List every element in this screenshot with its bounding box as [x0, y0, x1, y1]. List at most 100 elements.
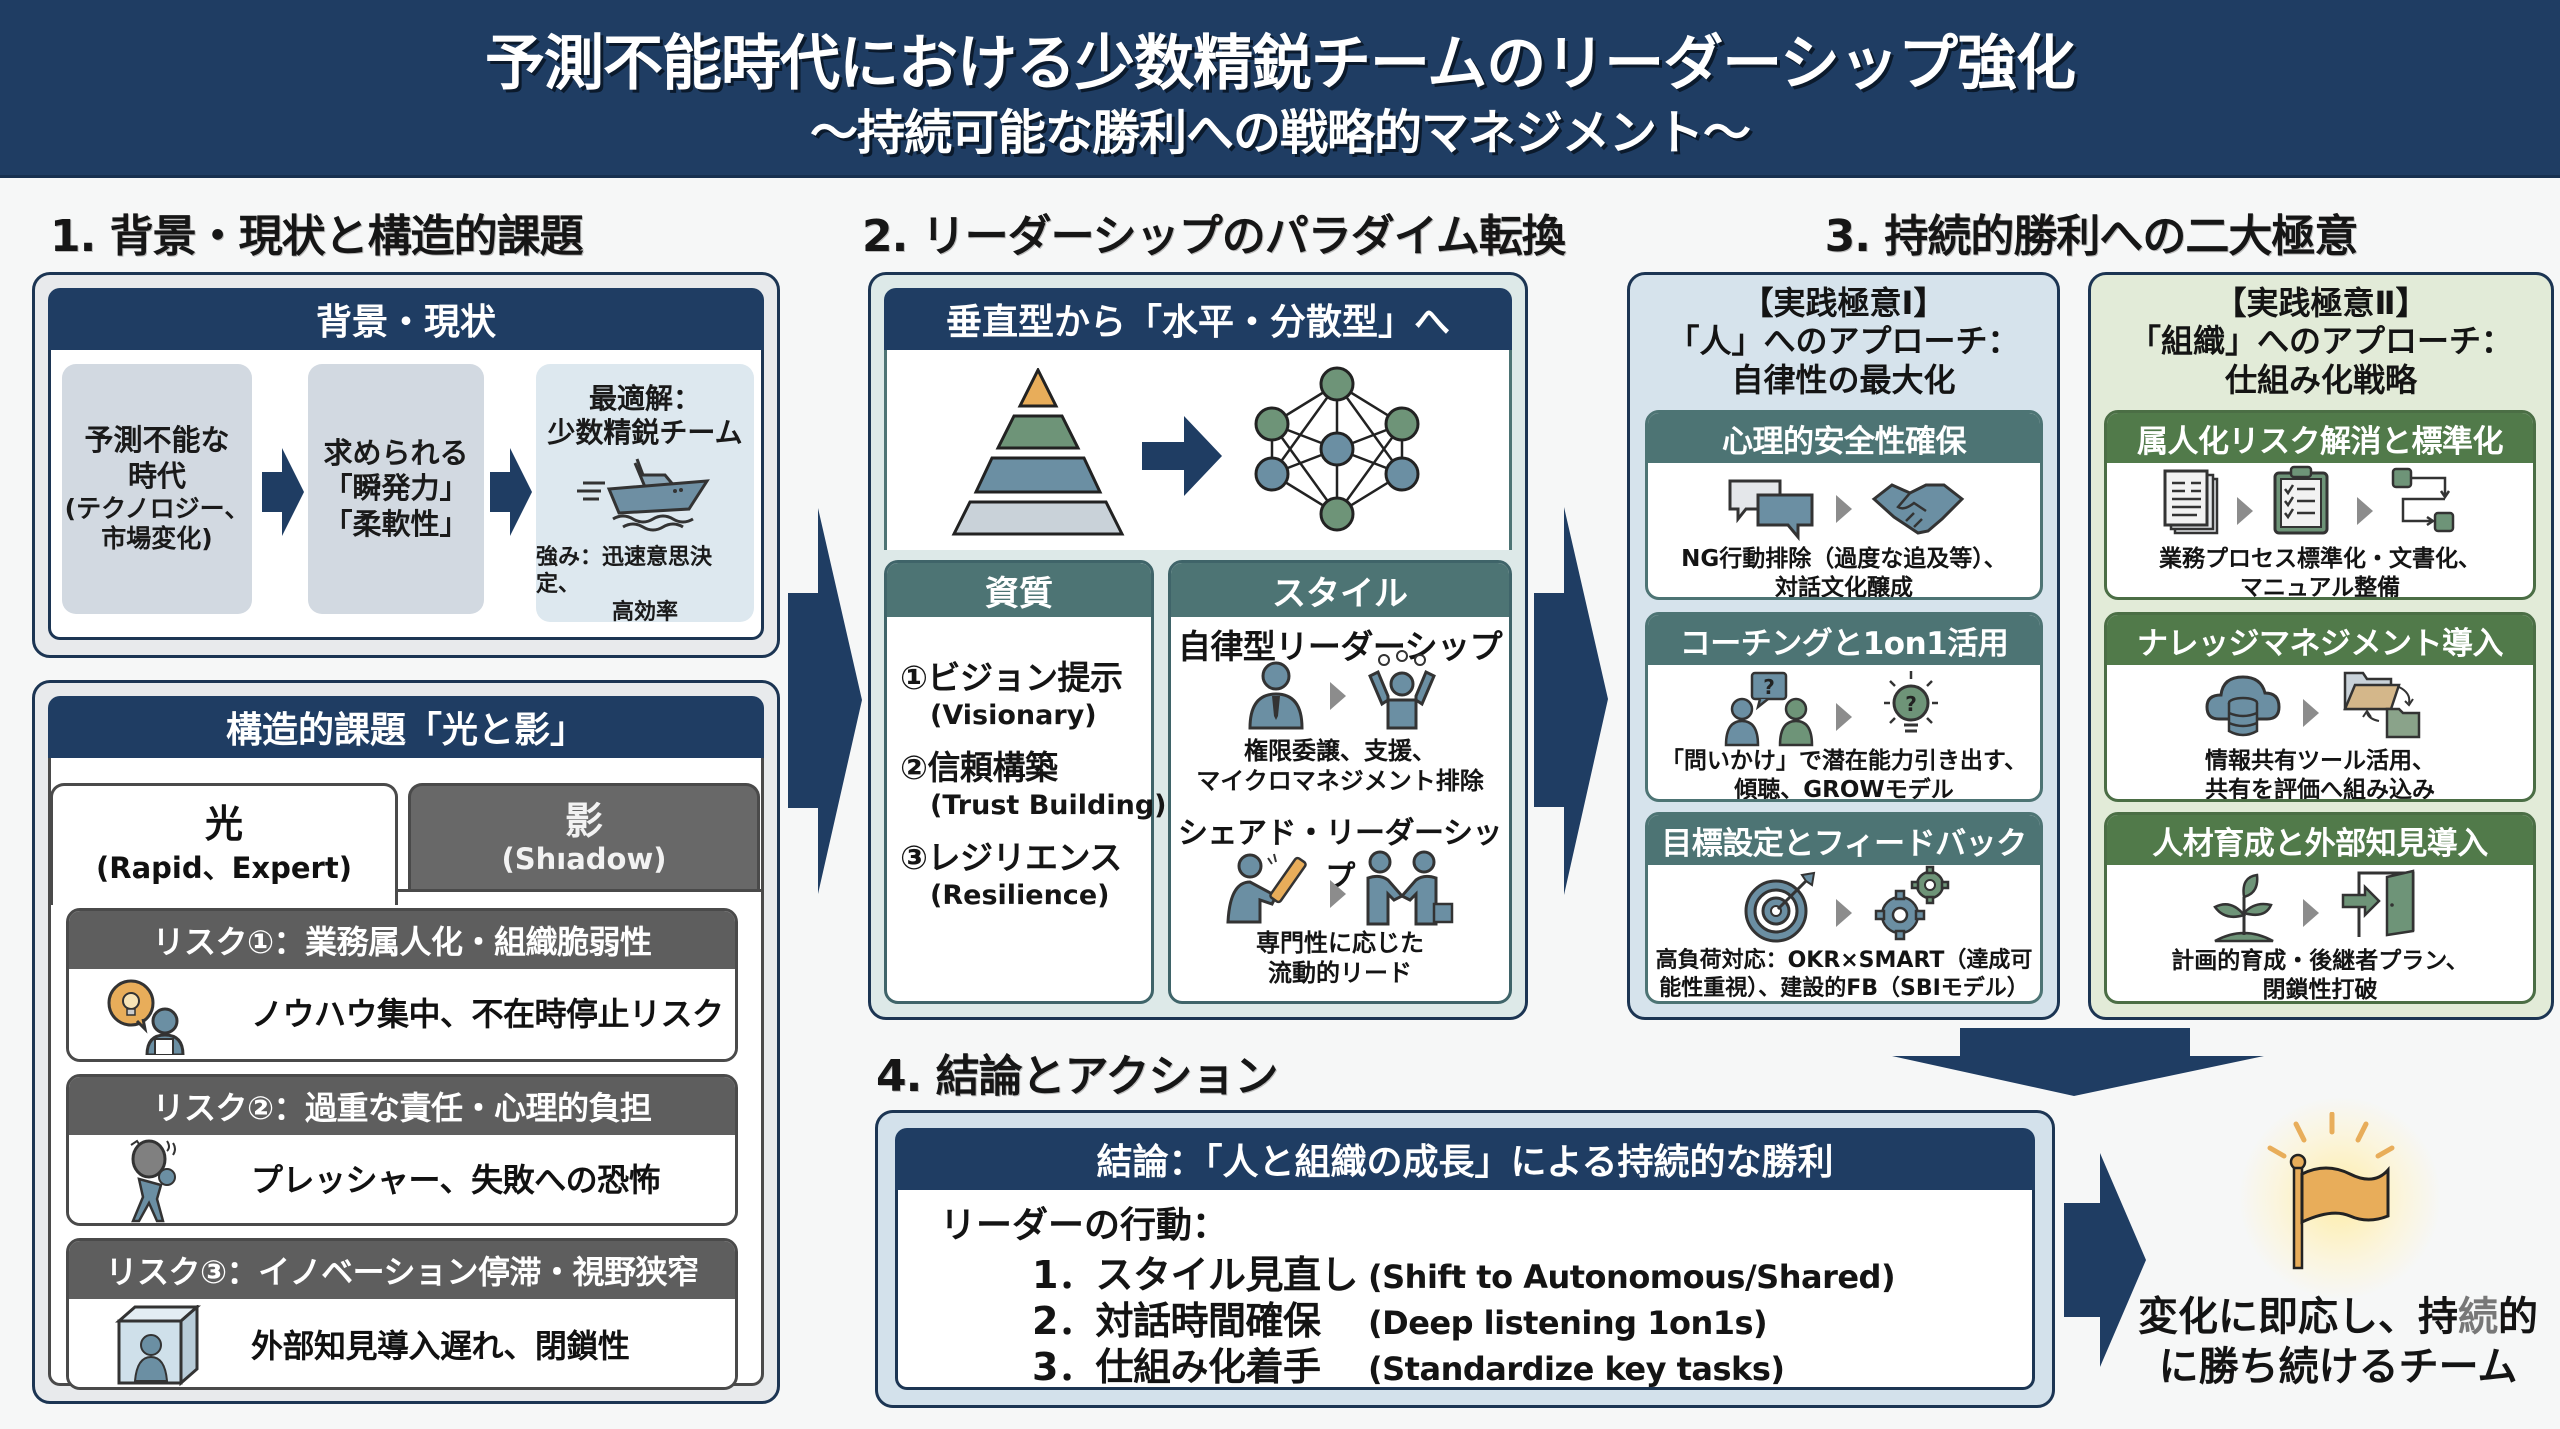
two-people-question-icon: ?	[1724, 671, 1816, 751]
tab-shadow[interactable]: 影 (Shıadow)	[408, 783, 760, 891]
practice-desc-line: 「問いかけ」で潜在能力引き出す、	[1660, 748, 2028, 774]
step3-title: 最適解：	[588, 382, 701, 415]
door-enter-icon	[2341, 869, 2419, 943]
goal-line-2: に勝ち続けるチーム	[2158, 1344, 2518, 1390]
qualities-title: 資質	[887, 563, 1151, 617]
practice-item-title: 心理的安全性確保	[1648, 413, 2040, 463]
page-subtitle: 〜持続可能な勝利への戦略的マネジメント〜	[809, 105, 1751, 161]
action-jp: 1．スタイル見直し	[1032, 1253, 1358, 1297]
background-title: 背景・現状	[48, 288, 764, 350]
goal-text: 変化に即応し、持続的 に勝ち続けるチーム	[2118, 1292, 2558, 1392]
practice-title-line: 【実践極意Ⅰ】	[1741, 284, 1946, 322]
tab-shadow-label: 影	[564, 798, 603, 843]
step1-line: 時代	[127, 458, 186, 493]
documents-icon	[2163, 469, 2221, 539]
arrow-down-large-icon	[1892, 1028, 2266, 1102]
chevron-right-icon	[2303, 899, 2319, 927]
practice-title-line: 仕組み化戦略	[2224, 360, 2417, 399]
pyramid-hierarchy-icon	[948, 366, 1128, 540]
styles-card: スタイル	[1168, 560, 1512, 1004]
action-en: (Standardize key tasks)	[1368, 1350, 1785, 1388]
quality-jp: ②信頼構築	[900, 748, 1058, 787]
background-step-2: 求められる 「瞬発力」 「柔軟性」	[308, 364, 484, 614]
gears-icon	[1872, 865, 1952, 947]
style-name: 自律型リーダーシップ	[1177, 627, 1503, 666]
quality-item: ②信頼構築 (Trust Building)	[900, 748, 1167, 823]
chevron-right-icon	[2357, 497, 2373, 525]
arrow-right-icon	[490, 448, 532, 536]
background-step-1: 予測不能な 時代 (テクノロジー、 市場変化)	[62, 364, 252, 614]
arrow-right-large-icon	[1534, 507, 1610, 899]
section1-heading: 1. 背景・現状と構造的課題	[50, 211, 584, 262]
arrow-right-large-icon	[788, 508, 864, 898]
action-jp: 3．仕組み化着手	[1032, 1345, 1321, 1389]
practice-title-line: 「組織」へのアプローチ：	[2128, 322, 2513, 361]
step2-line: 求められる	[323, 435, 469, 470]
risk-block-1: リスク①：業務属人化・組織脆弱性 ノウハウ集中、不在時停止リスク	[66, 908, 738, 1062]
person-idea-bubble-icon	[103, 977, 193, 1059]
style-name: シェアド・リーダーシップ	[1178, 816, 1502, 895]
practice-item-desc: NG行動排除（過度な追及等）、 対話文化醸成	[1648, 545, 2040, 597]
sprout-icon	[2211, 873, 2277, 947]
practice-title: 【実践極意Ⅱ】 「組織」へのアプローチ： 仕組み化戦略	[2088, 284, 2554, 399]
header-banner	[0, 0, 2560, 178]
practice-title: 【実践極意Ⅰ】 「人」へのアプローチ： 自律性の最大化	[1627, 284, 2060, 399]
practice-item: ナレッジマネジメント導入 情報共有ツール活用、 共有を評価へ組み込み	[2104, 612, 2536, 802]
actions-label: リーダーの行動：	[940, 1205, 1229, 1246]
quality-en: (Trust Building)	[930, 789, 1167, 821]
arrow-right-icon	[262, 448, 304, 536]
step3-title: 少数精鋭チーム	[547, 415, 743, 449]
step2-line: 「瞬発力」	[323, 471, 469, 506]
practice-item: 人材育成と外部知見導入 計画的育成・後継者プラン、 閉鎖性打破	[2104, 812, 2536, 1004]
paradigm-banner: 垂直型から「水平・分散型」へ	[884, 288, 1512, 350]
practice-desc-line: 計画的育成・後継者プラン、	[2171, 948, 2469, 974]
quality-jp: ①ビジョン提示	[900, 658, 1123, 697]
practice-desc-line: 共有を評価へ組み込み	[2205, 776, 2435, 802]
risk-title: リスク②：過重な責任・心理的負担	[69, 1077, 735, 1135]
tab-light[interactable]: 光 (Rapid、Expert)	[50, 783, 398, 905]
step2-line: 「柔軟性」	[323, 506, 469, 541]
practice-item-desc: 情報共有ツール活用、 共有を評価へ組み込み	[2107, 747, 2533, 802]
chevron-right-icon	[2237, 497, 2253, 525]
practice-desc-line: 高負荷対応：OKR×SMART（達成可	[1655, 948, 2033, 973]
arrow-right-icon	[1142, 416, 1222, 500]
section4-heading: 4. 結論とアクション	[876, 1051, 1278, 1102]
businessman-icon	[1244, 660, 1308, 734]
quality-en: (Visionary)	[930, 699, 1097, 731]
action-en: (Deep listening 1on1s)	[1368, 1304, 1768, 1342]
quality-jp: ③レジリエンス	[900, 838, 1122, 877]
action-jp: 2．対話時間確保	[1032, 1299, 1321, 1343]
action-item: 3．仕組み化着手 (Standardize key tasks)	[1032, 1336, 1785, 1391]
action-en: (Shift to Autonomous/Shared)	[1368, 1258, 1896, 1296]
practice-desc-line: マニュアル整備	[2239, 574, 2401, 600]
step3-note: 強み：迅速意思決定、	[536, 544, 713, 598]
tab-divider	[398, 889, 764, 892]
step1-line: (テクノロジー、	[64, 493, 250, 523]
page-title: 予測不能時代における少数精鋭チームのリーダーシップ強化	[485, 28, 2076, 99]
flag-icon	[2256, 1111, 2406, 1276]
svg-text:?: ?	[1763, 675, 1775, 699]
risk-title: リスク①：業務属人化・組織脆弱性	[69, 911, 735, 969]
svg-text:?: ?	[1905, 692, 1917, 716]
folder-sync-icon	[2343, 669, 2423, 745]
practice-desc-line: 情報共有ツール活用、	[2205, 748, 2435, 774]
conclusion-title: 結論：「人と組織の成長」による持続的な勝利	[895, 1128, 2035, 1190]
risk-text: ノウハウ集中、不在時停止リスク	[251, 995, 724, 1033]
step1-line: 予測不能な	[84, 423, 230, 458]
tab-shadow-sub: (Shıadow)	[501, 842, 667, 877]
chevron-right-icon	[1836, 495, 1852, 523]
practice-item-desc: 業務プロセス標準化・文書化、 マニュアル整備	[2107, 545, 2533, 600]
practice-item: 心理的安全性確保 NG行動排除（過度な追及等）、 対話文化醸成	[1645, 410, 2043, 600]
style-desc: 権限委譲、支援、 マイクロマネジメント排除	[1168, 736, 1512, 796]
lightbulb-question-icon: ?	[1876, 669, 1946, 749]
tab-light-label: 光	[204, 801, 243, 846]
person-carrying-burden-icon	[117, 1137, 197, 1223]
section3-heading: 3. 持続的勝利への二大極意	[1824, 211, 2359, 262]
chevron-right-icon	[1330, 880, 1346, 908]
style-desc-line: マイクロマネジメント排除	[1196, 767, 1484, 795]
action-item: 2．対話時間確保 (Deep listening 1on1s)	[1032, 1290, 1768, 1345]
practice-item-desc: 計画的育成・後継者プラン、 閉鎖性打破	[2107, 947, 2533, 1001]
background-step-3: 最適解： 少数精鋭チーム 強み：迅速意思決定、 高効率	[536, 364, 754, 625]
action-item: 1．スタイル見直し (Shift to Autonomous/Shared)	[1032, 1244, 1896, 1299]
conclusion-body	[895, 1190, 2035, 1390]
